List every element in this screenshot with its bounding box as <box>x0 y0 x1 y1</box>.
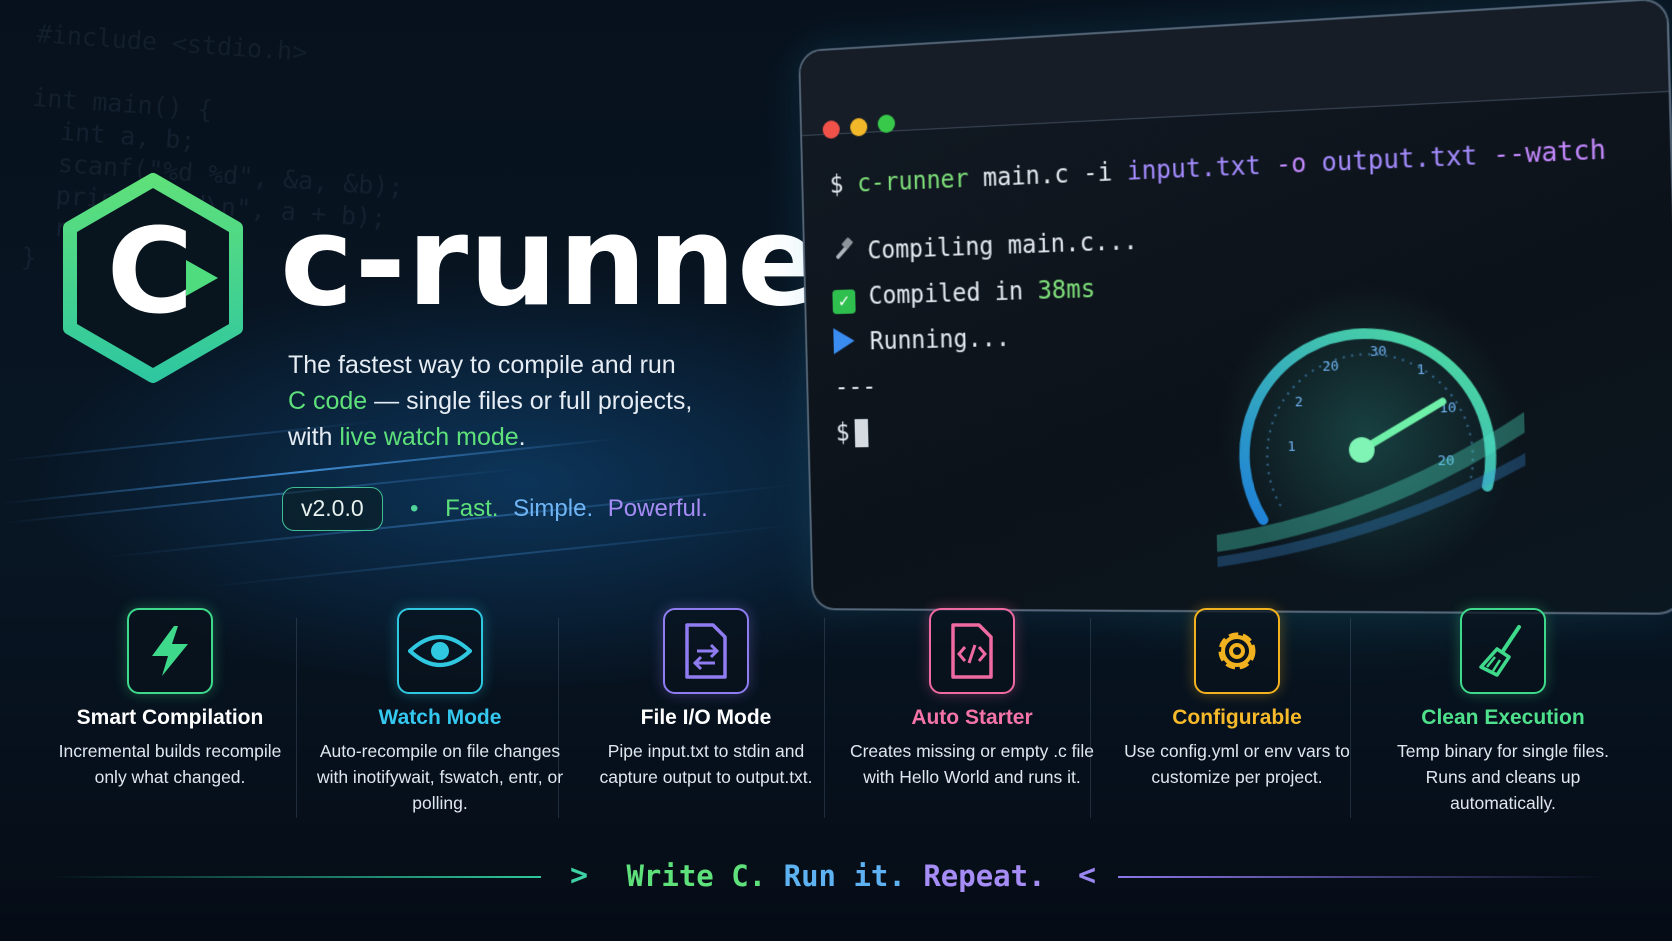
divider <box>1090 618 1091 818</box>
slogan-fast: Fast. <box>445 495 499 522</box>
speedometer-icon: 1 2 20 30 1 10 20 <box>1210 279 1529 589</box>
feature-list: Smart Compilation Incremental builds rec… <box>30 608 1640 818</box>
feature-clean-execution: Clean Execution Temp binary for single f… <box>1373 608 1633 816</box>
check-icon: ✓ <box>832 289 856 315</box>
motto-write: Write C. <box>626 859 767 893</box>
svg-text:20: 20 <box>1322 359 1339 375</box>
play-icon <box>833 327 855 355</box>
code-file-icon <box>929 608 1015 694</box>
text-cursor <box>854 418 870 448</box>
chevron-left-icon: < <box>1078 858 1097 893</box>
close-dot-icon[interactable] <box>822 120 840 140</box>
terminal-window: $ c-runner main.c -i input.txt -o output… <box>798 0 1672 615</box>
motto-run: Run it. <box>783 859 906 893</box>
svg-text:1: 1 <box>1417 362 1426 378</box>
broom-icon <box>1460 608 1546 694</box>
feature-title: Watch Mode <box>378 706 502 729</box>
feature-smart-compilation: Smart Compilation Incremental builds rec… <box>40 608 300 790</box>
light-streak <box>201 523 799 589</box>
svg-text:10: 10 <box>1439 400 1456 417</box>
feature-title: File I/O Mode <box>640 706 772 729</box>
feature-title: Configurable <box>1172 706 1302 729</box>
eye-icon <box>397 608 483 694</box>
divider <box>824 618 825 818</box>
feature-watch-mode: Watch Mode Auto-recompile on file change… <box>310 608 570 816</box>
feature-description: Auto-recompile on file changes with inot… <box>316 741 564 813</box>
slogan-simple: Simple. <box>513 495 594 522</box>
feature-title: Clean Execution <box>1421 706 1585 729</box>
svg-text:30: 30 <box>1370 344 1387 361</box>
svg-text:C: C <box>107 202 194 340</box>
feature-title: Smart Compilation <box>76 706 264 729</box>
feature-description: Use config.yml or env vars to customize … <box>1124 741 1350 787</box>
feature-description: Temp binary for single files. Runs and c… <box>1396 741 1610 813</box>
svg-text:20: 20 <box>1437 453 1454 469</box>
version-badge: v2.0.0 <box>282 487 383 531</box>
svg-text:2: 2 <box>1295 394 1304 410</box>
brand-name: c-runner <box>280 190 885 334</box>
terminal: $ c-runner main.c -i input.txt -o output… <box>798 0 1672 615</box>
divider <box>1350 618 1351 818</box>
feature-configurable: Configurable Use config.yml or env vars … <box>1107 608 1367 790</box>
gear-icon <box>1194 608 1280 694</box>
lightning-icon <box>127 608 213 694</box>
bullet: • <box>410 495 419 522</box>
feature-title: Auto Starter <box>911 706 1033 729</box>
feature-file-io-mode: File I/O Mode Pipe input.txt to stdin an… <box>576 608 836 790</box>
feature-description: Incremental builds recompile only what c… <box>58 741 282 787</box>
tagline-line-1: The fastest way to compile and run <box>288 351 676 379</box>
minimize-dot-icon[interactable] <box>849 117 868 137</box>
feature-auto-starter: Auto Starter Creates missing or empty .c… <box>842 608 1102 790</box>
tagline-line-2: C code — single files or full projects, <box>288 387 693 415</box>
footer-motto: Write C. Run it. Repeat. <box>0 856 1672 896</box>
motto-repeat: Repeat. <box>923 859 1046 893</box>
divider <box>558 618 559 818</box>
maximize-dot-icon[interactable] <box>877 114 896 134</box>
divider <box>296 618 297 818</box>
svg-text:1: 1 <box>1287 439 1296 455</box>
tagline: The fastest way to compile and run C cod… <box>288 347 758 455</box>
c-logo-icon: C <box>63 173 243 383</box>
footer-line-right <box>1118 876 1610 878</box>
file-swap-icon <box>663 608 749 694</box>
feature-description: Creates missing or empty .c file with He… <box>849 741 1095 787</box>
tagline-line-3: with live watch mode. <box>288 423 526 451</box>
feature-description: Pipe input.txt to stdin and capture outp… <box>599 741 813 787</box>
footer-line-left <box>46 876 541 878</box>
hammer-icon <box>835 237 854 260</box>
compiling-line: Compiling main.c... <box>831 208 1609 283</box>
footer: > < Write C. Run it. Repeat. <box>0 856 1672 896</box>
slogan-powerful: Powerful. <box>607 495 708 522</box>
terminal-output: $ c-runner main.c -i input.txt -o output… <box>829 135 1614 464</box>
slogan: • Fast. Simple. Powerful. <box>410 495 716 523</box>
chevron-right-icon: > <box>570 858 589 893</box>
